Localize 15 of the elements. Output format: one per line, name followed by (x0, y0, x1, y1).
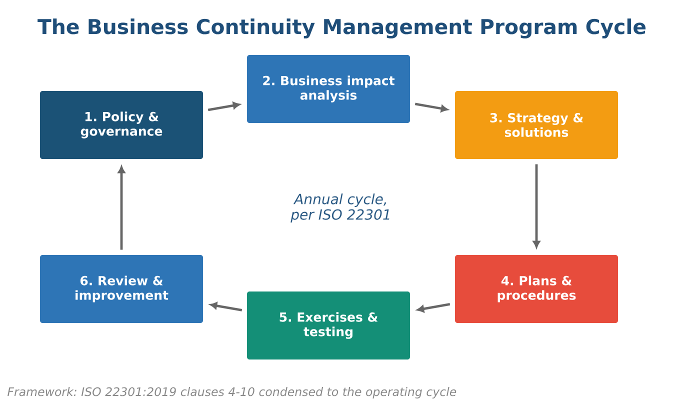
arrow (414, 102, 448, 112)
arrow (532, 164, 540, 248)
arrow (210, 302, 242, 312)
cycle-note: Annual cycle, per ISO 22301 (290, 193, 390, 223)
arrow (417, 303, 450, 312)
step-box: 5. Exercises & testing (247, 292, 410, 360)
arrow (118, 166, 126, 250)
arrow (208, 102, 240, 112)
footnote: Framework: ISO 22301:2019 clauses 4-10 condensed to the operating cycle (8, 387, 456, 398)
step-box: 6. Review & improvement (40, 255, 203, 323)
step-box: 2. Business impact analysis (247, 55, 410, 123)
step-box: 4. Plans & procedures (455, 255, 618, 323)
step-box: 1. Policy & governance (40, 91, 203, 159)
title: The Business Continuity Management Program Cycle (38, 18, 646, 38)
step-box: 3. Strategy & solutions (455, 91, 618, 159)
